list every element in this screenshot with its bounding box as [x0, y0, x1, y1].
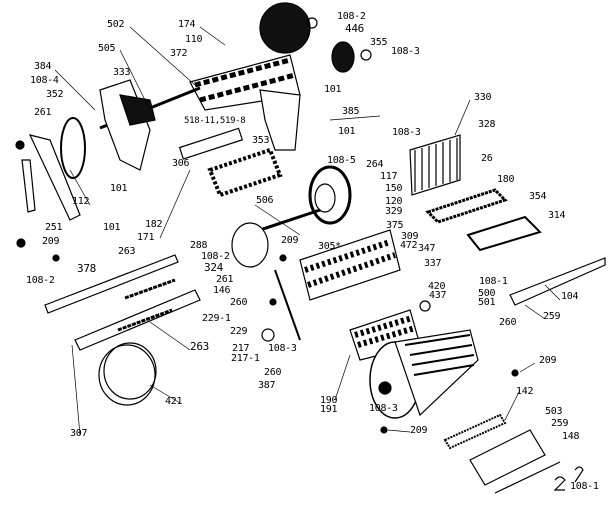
part-label: 117 [380, 171, 398, 182]
lower-left-parts [16, 238, 287, 406]
part-label: 209 [539, 355, 557, 366]
part-label: 337 [424, 258, 442, 269]
part-label: 108-3 [392, 127, 421, 138]
part-label: 314 [548, 210, 566, 221]
part-label: 385 [342, 106, 360, 117]
part-label: 108-2 [337, 11, 366, 22]
part-label: 108-2 [26, 275, 55, 286]
part-label: 503 [545, 406, 563, 417]
part-label: 353 [252, 135, 270, 146]
part-label: 307 [70, 428, 88, 439]
part-355 [331, 41, 355, 73]
part-label: 174 [178, 19, 196, 30]
part-label: 217 [232, 343, 250, 354]
part-label: 309 [401, 231, 419, 242]
part-label: 142 [516, 386, 534, 397]
part-label: 209 [281, 235, 299, 246]
part-label: 421 [165, 396, 183, 407]
part-label: 182 [145, 219, 163, 230]
part-label: 329 [385, 206, 403, 217]
part-label: 101 [324, 84, 342, 95]
part-label: 112 [72, 196, 90, 207]
part-label: 190 [320, 395, 338, 406]
leader-lines [54, 26, 561, 436]
grill-parts [409, 134, 606, 306]
left-parts [15, 117, 283, 221]
part-label: 191 [320, 404, 338, 415]
part-label: 108-1 [570, 481, 599, 492]
part-label: 251 [45, 222, 63, 233]
part-label: 420 [428, 281, 446, 292]
part-label: 333 [113, 67, 131, 78]
part-label: 260 [499, 317, 517, 328]
part-label: 261 [34, 107, 52, 118]
bottom-right-parts [443, 413, 584, 494]
part-label: 217-1 [231, 353, 260, 364]
part-label: 180 [497, 174, 515, 185]
part-label: 146 [213, 285, 231, 296]
part-label: 378 [77, 262, 96, 275]
part-label: 263 [118, 246, 136, 257]
part-label: 324 [204, 261, 223, 274]
part-label: 108-4 [30, 75, 59, 86]
part-label: 101 [110, 183, 128, 194]
part-label: 472 [400, 240, 418, 251]
part-label: 261 [216, 274, 234, 285]
part-label: 288 [190, 240, 208, 251]
part-label: 387 [258, 380, 276, 391]
part-label: 260 [230, 297, 248, 308]
part-label: 384 [34, 61, 52, 72]
part-label: 108-1 [479, 276, 508, 287]
part-label: 330 [474, 92, 492, 103]
part-label: 108-3 [268, 343, 297, 354]
part-label: 306 [172, 158, 190, 169]
part-label: 264 [366, 159, 384, 170]
part-label: 101 [103, 222, 121, 233]
part-label: 354 [529, 191, 547, 202]
part-label: 263 [190, 340, 209, 353]
part-label: 110 [185, 34, 203, 45]
part-label: 120 [385, 196, 403, 207]
part-label: 108-3 [369, 403, 398, 414]
part-label: 108-5 [327, 155, 356, 166]
part-label: 260 [264, 367, 282, 378]
part-label: 437 [429, 290, 447, 301]
part-label: 352 [46, 89, 64, 100]
part-label: 209 [42, 236, 60, 247]
part-label: 505 [98, 43, 116, 54]
part-label: 26 [481, 153, 493, 164]
part-label: 150 [385, 183, 403, 194]
part-label: 328 [478, 119, 496, 130]
part-label: 355 [370, 37, 388, 48]
part-label: 375 [386, 220, 404, 231]
part-label: 501 [478, 297, 496, 308]
part-label: 229 [230, 326, 248, 337]
part-label: 209 [410, 425, 428, 436]
gear-446 [259, 2, 311, 54]
part-label: 259 [551, 418, 569, 429]
part-label: 446 [345, 22, 364, 35]
part-label: 502 [107, 19, 125, 30]
drum-parts [349, 300, 519, 434]
part-label: 305* [318, 241, 341, 252]
part-label: 148 [562, 431, 580, 442]
part-label: 372 [170, 48, 188, 59]
motor-assembly [231, 165, 401, 341]
part-label: 104 [561, 291, 579, 302]
part-label: 347 [418, 243, 436, 254]
part-label: 518-11,519-8 [184, 116, 246, 126]
part-label: 506 [256, 195, 274, 206]
part-label: 101 [338, 126, 356, 137]
part-label: 259 [543, 311, 561, 322]
part-label: 108-2 [201, 251, 230, 262]
part-label: 229-1 [202, 313, 231, 324]
part-label: 171 [137, 232, 155, 243]
part-label: 500 [478, 288, 496, 299]
part-label: 108-3 [391, 46, 420, 57]
